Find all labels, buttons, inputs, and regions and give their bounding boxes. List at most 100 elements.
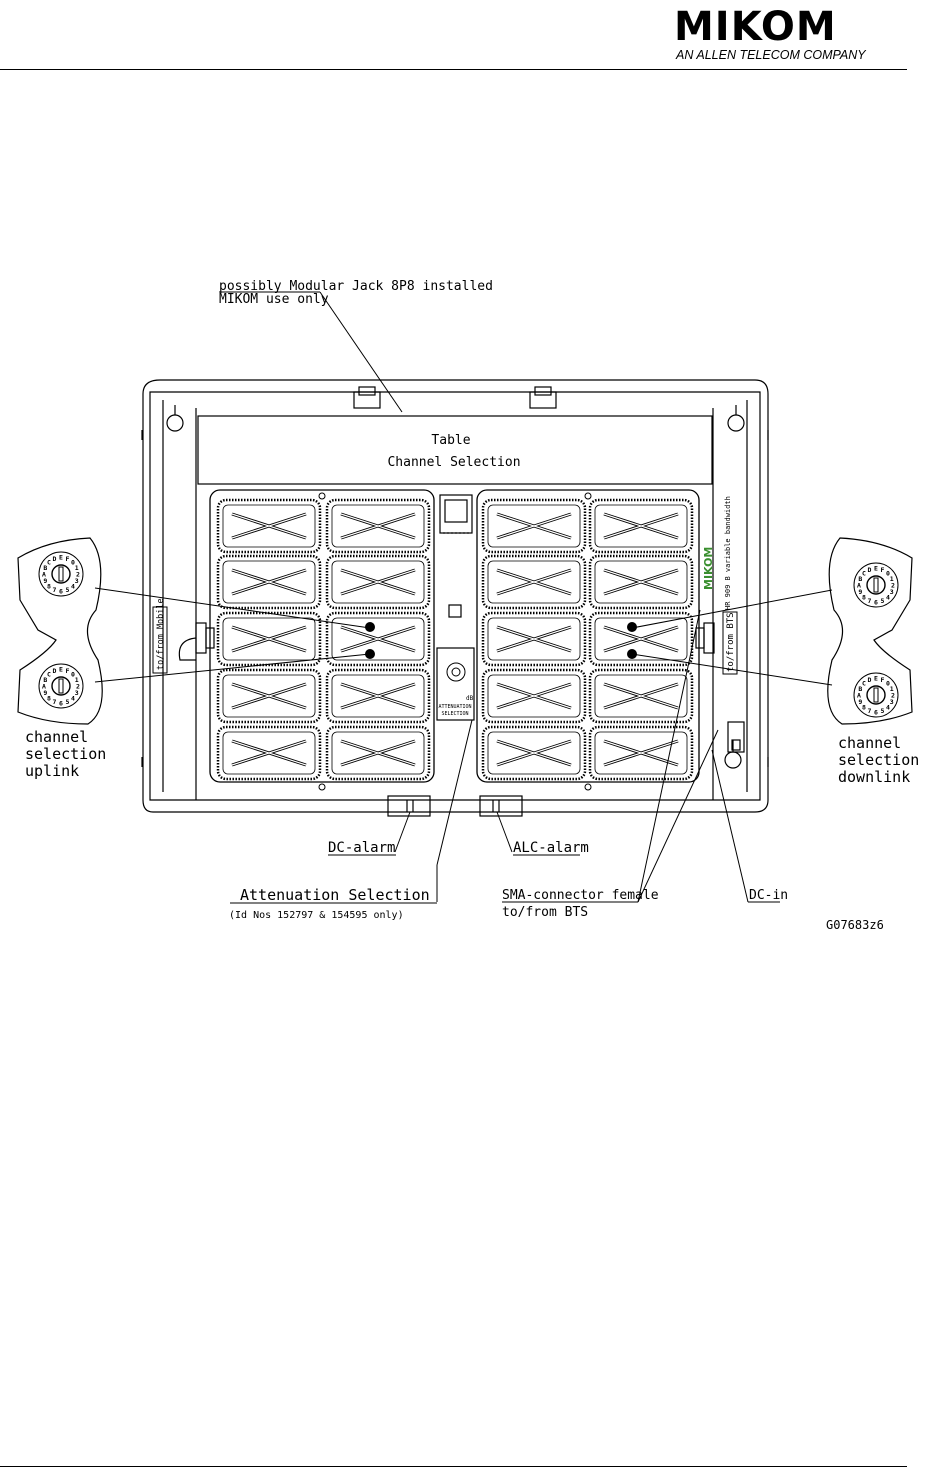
svg-text:5: 5	[66, 586, 70, 594]
svg-text:7: 7	[53, 698, 57, 706]
svg-text:8: 8	[47, 695, 51, 703]
svg-text:E: E	[59, 666, 63, 674]
product-label-strip: MIKOM HR 909 B variable bandwidth to/fro…	[702, 496, 738, 675]
company-logo: MIKOM AN ALLEN TELECOM COMPANY	[668, 4, 908, 64]
uplink-line-1: channel	[25, 728, 88, 746]
svg-text:E: E	[874, 675, 878, 683]
svg-text:0: 0	[886, 679, 890, 687]
svg-text:2: 2	[891, 692, 895, 700]
filter-cavity	[325, 554, 431, 610]
svg-text:1: 1	[890, 685, 894, 693]
svg-text:9: 9	[858, 588, 862, 596]
sma-connector-label: SMA-connector female	[502, 888, 659, 903]
svg-text:A: A	[42, 683, 46, 691]
table-subtitle: Channel Selection	[387, 455, 520, 470]
svg-text:2: 2	[76, 683, 80, 691]
svg-text:E: E	[874, 565, 878, 573]
filter-cavity	[216, 498, 322, 554]
svg-text:2: 2	[76, 571, 80, 579]
filter-cavity	[588, 498, 694, 554]
svg-text:3: 3	[890, 588, 894, 596]
svg-text:C: C	[47, 558, 51, 566]
logo-wordmark: MIKOM	[674, 4, 837, 50]
svg-text:A: A	[42, 571, 46, 579]
svg-text:D: D	[53, 667, 57, 675]
svg-text:3: 3	[75, 577, 79, 585]
downlink-line-3: downlink	[838, 768, 910, 786]
left-filter-panel	[209, 489, 435, 783]
svg-text:F: F	[66, 555, 70, 563]
drawing-id: G07683z6	[826, 918, 884, 932]
dc-in-label: DC-in	[749, 888, 788, 903]
logo-subtitle: AN ALLEN TELECOM COMPANY	[676, 48, 866, 62]
filter-cavity	[481, 611, 587, 667]
svg-text:3: 3	[890, 698, 894, 706]
svg-text:5: 5	[881, 597, 885, 605]
right-filter-panel	[476, 489, 700, 783]
filter-cavity	[325, 668, 431, 724]
svg-text:8: 8	[862, 594, 866, 602]
svg-text:1: 1	[75, 564, 79, 572]
uplink-line-2: selection	[25, 745, 106, 763]
svg-text:F: F	[881, 676, 885, 684]
filter-cavity	[588, 554, 694, 610]
filter-cavity	[588, 725, 694, 781]
downlink-label: channel selection downlink	[838, 734, 919, 786]
leader-lines	[94, 587, 833, 903]
attenuation-label: Attenuation Selection	[240, 886, 430, 904]
svg-text:C: C	[862, 679, 866, 687]
product-label: HR 909 B variable bandwidth	[724, 496, 732, 610]
svg-text:D: D	[53, 555, 57, 563]
atten-db: dB	[466, 695, 474, 702]
filter-cavity	[588, 668, 694, 724]
footer-rule	[0, 1466, 907, 1467]
dial-bracket	[17, 537, 103, 725]
svg-text:0: 0	[71, 558, 75, 566]
channel-selector-knob	[365, 622, 375, 632]
svg-text:5: 5	[66, 698, 70, 706]
downlink-line-2: selection	[838, 751, 919, 769]
svg-text:4: 4	[886, 594, 890, 602]
svg-text:9: 9	[43, 689, 47, 697]
filter-cavity	[325, 725, 431, 781]
sma-connector-sub: to/from BTS	[502, 905, 588, 920]
to-from-bts-side: to/from BTS	[726, 612, 736, 672]
mikom-use-label: MIKOM use only	[219, 292, 329, 307]
svg-text:8: 8	[47, 583, 51, 591]
filter-cavity	[216, 611, 322, 667]
svg-text:F: F	[881, 566, 885, 574]
svg-text:B: B	[43, 564, 47, 572]
enclosure	[141, 379, 769, 813]
svg-text:6: 6	[874, 709, 878, 717]
alc-alarm-label: ALC-alarm	[513, 840, 589, 856]
svg-text:7: 7	[868, 707, 872, 715]
svg-text:8: 8	[862, 704, 866, 712]
filter-cavity	[481, 554, 587, 610]
svg-text:4: 4	[71, 695, 75, 703]
svg-text:7: 7	[868, 597, 872, 605]
filter-cavity	[216, 725, 322, 781]
svg-text:3: 3	[75, 689, 79, 697]
filter-cavity	[481, 498, 587, 554]
repeater-diagram: possibly Modular Jack 8P8 installed MIKO…	[17, 279, 919, 932]
atten-panel-line-1: ATTENUATION	[438, 704, 471, 710]
svg-text:C: C	[862, 569, 866, 577]
svg-text:1: 1	[75, 676, 79, 684]
channel-table-box	[197, 415, 713, 485]
uplink-line-3: uplink	[25, 762, 79, 780]
svg-text:B: B	[858, 575, 862, 583]
side-connectors	[178, 622, 745, 753]
svg-text:7: 7	[53, 586, 57, 594]
table-title: Table	[431, 433, 470, 448]
header-rule	[0, 69, 907, 70]
svg-text:2: 2	[891, 582, 895, 590]
svg-text:B: B	[43, 676, 47, 684]
svg-text:B: B	[858, 685, 862, 693]
svg-text:9: 9	[858, 698, 862, 706]
modular-jack-leader	[319, 291, 403, 413]
to-from-mobile-box	[152, 606, 168, 674]
